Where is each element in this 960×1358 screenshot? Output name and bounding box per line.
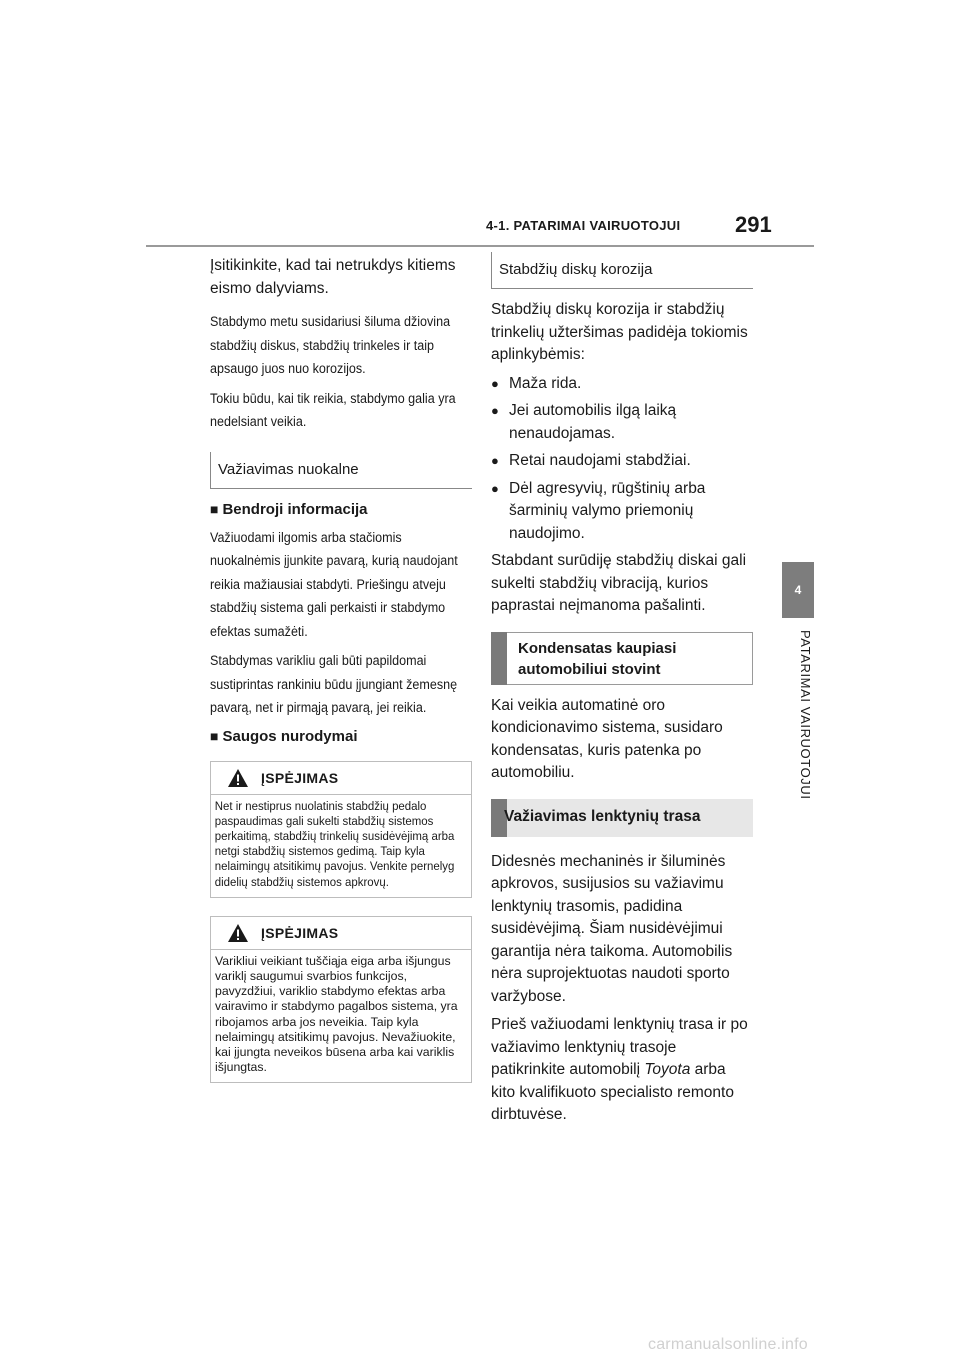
condensation-paragraph: Kai veikia automatinė oro kondicionavimo…	[491, 696, 723, 782]
intro-paragraph: Įsitikinkite, kad tai netrukdys kitiems …	[210, 257, 456, 297]
warning-title: ĮSPĖJIMAS	[261, 924, 339, 941]
warning-text: Varikliui veikiant tuščiąja eiga arba iš…	[215, 953, 458, 1075]
section-marker	[491, 631, 507, 685]
chapter-side-title: PATARIMAI VAIRUOTOJUI	[798, 630, 813, 800]
downhill-gear-paragraph: Važiuodami ilgomis arba stačiomis nuokal…	[210, 529, 458, 639]
warning-text: Net ir nestiprus nuolatinis stabdžių ped…	[214, 798, 455, 889]
vibration-paragraph: Stabdant surūdiję stabdžių diskai gali s…	[491, 552, 747, 614]
list-item: Maža rida.	[491, 373, 753, 396]
list-item: Jei automobilis ilgą laiką nenaudojamas.	[491, 400, 753, 445]
disc-corrosion-section-title: Stabdžių diskų korozija	[491, 252, 753, 289]
safety-notes-subheading: ■Saugos nurodymai	[210, 727, 358, 745]
square-bullet-icon: ■	[210, 500, 219, 517]
chapter-number-tab: 4	[782, 562, 814, 618]
warning-title: ĮSPĖJIMAS	[261, 769, 339, 786]
watermark-footer: carmanualsonline.info	[648, 1336, 808, 1353]
race-track-section-title: Važiavimas lenktynių trasa	[491, 798, 753, 837]
list-item: Dėl agresyvių, rūgštinių arba šarminių v…	[491, 478, 753, 546]
engine-braking-paragraph: Stabdymas varikliu gali būti papildomai …	[210, 653, 458, 715]
heat-drying-paragraph: Stabdymo metu susidariusi šiluma džiovin…	[210, 314, 451, 376]
warning-triangle-icon	[228, 768, 248, 787]
braking-power-paragraph: Tokiu būdu, kai tik reikia, stabdymo gal…	[210, 390, 456, 430]
warning-box-2: ĮSPĖJIMAS Varikliui veikiant tuščiąja ei…	[210, 915, 472, 1084]
inspection-paragraph: Prieš važiuodami lenktynių trasa ir po v…	[491, 1016, 748, 1123]
header-divider	[146, 245, 814, 247]
corrosion-conditions-list: Maža rida. Jei automobilis ilgą laiką ne…	[491, 373, 753, 546]
condensation-section-title: Kondensatas kaupiasi automobiliui stovin…	[491, 631, 753, 685]
page-number: 291	[735, 212, 772, 237]
section-marker	[491, 798, 507, 837]
right-column: Stabdžių diskų korozija Stabdžių diskų k…	[491, 252, 753, 1127]
race-track-paragraph: Didesnės mechaninės ir šiluminės apkrovo…	[491, 852, 733, 1005]
section-title: 4-1. PATARIMAI VAIRUOTOJUI	[486, 218, 681, 233]
brand-name: Toyota	[644, 1061, 691, 1078]
downhill-section-title: Važiavimas nuokalne	[210, 451, 472, 489]
warning-triangle-icon	[228, 923, 248, 942]
square-bullet-icon: ■	[210, 727, 219, 744]
list-item: Retai naudojami stabdžiai.	[491, 450, 753, 473]
corrosion-paragraph: Stabdžių diskų korozija ir stabdžių trin…	[491, 301, 748, 363]
warning-box-1: ĮSPĖJIMAS Net ir nestiprus nuolatinis st…	[210, 760, 472, 898]
general-info-subheading: ■Bendroji informacija	[210, 500, 368, 518]
left-column: Įsitikinkite, kad tai netrukdys kitiems …	[210, 255, 472, 1084]
